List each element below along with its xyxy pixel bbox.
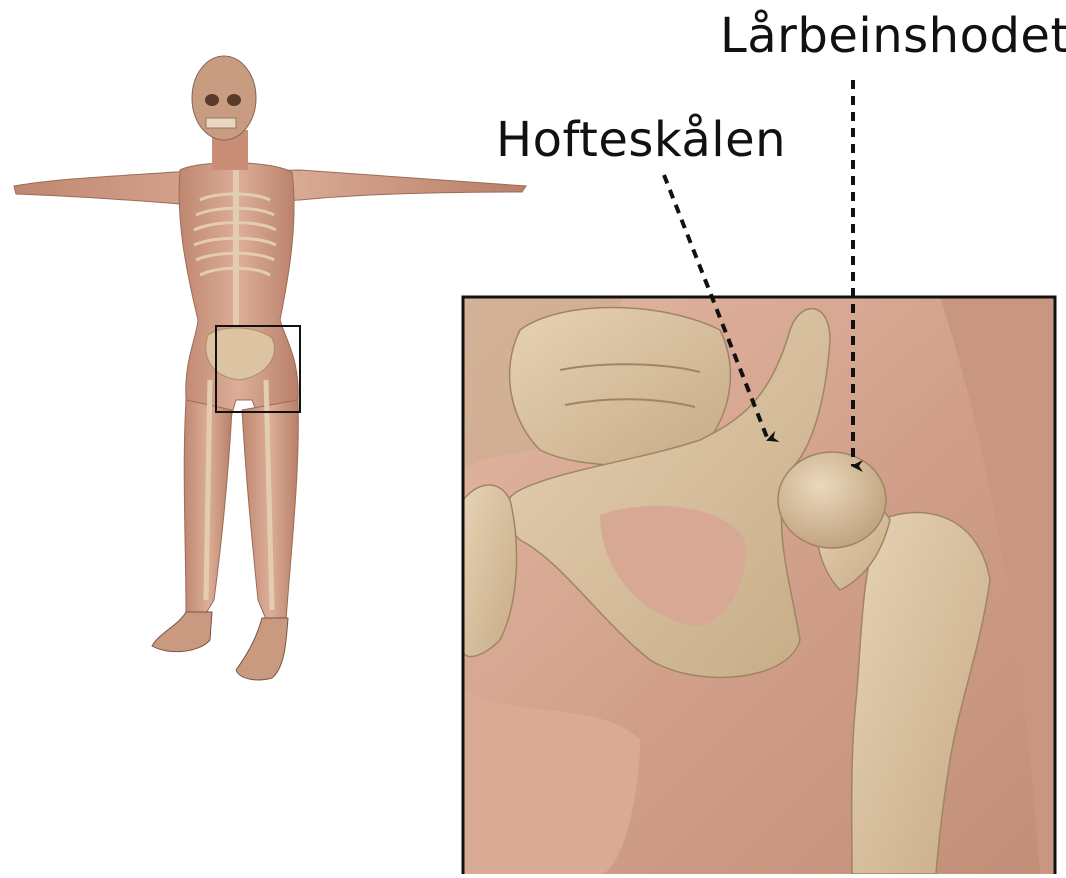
femoral-head — [778, 452, 886, 548]
femur-head-label: Lårbeinshodet — [720, 8, 1066, 64]
acetabulum-label: Hofteskålen — [496, 112, 786, 168]
body-figure — [14, 56, 526, 680]
left-foot — [152, 612, 212, 652]
right-foot — [236, 618, 288, 680]
hip-inset — [463, 297, 1055, 874]
